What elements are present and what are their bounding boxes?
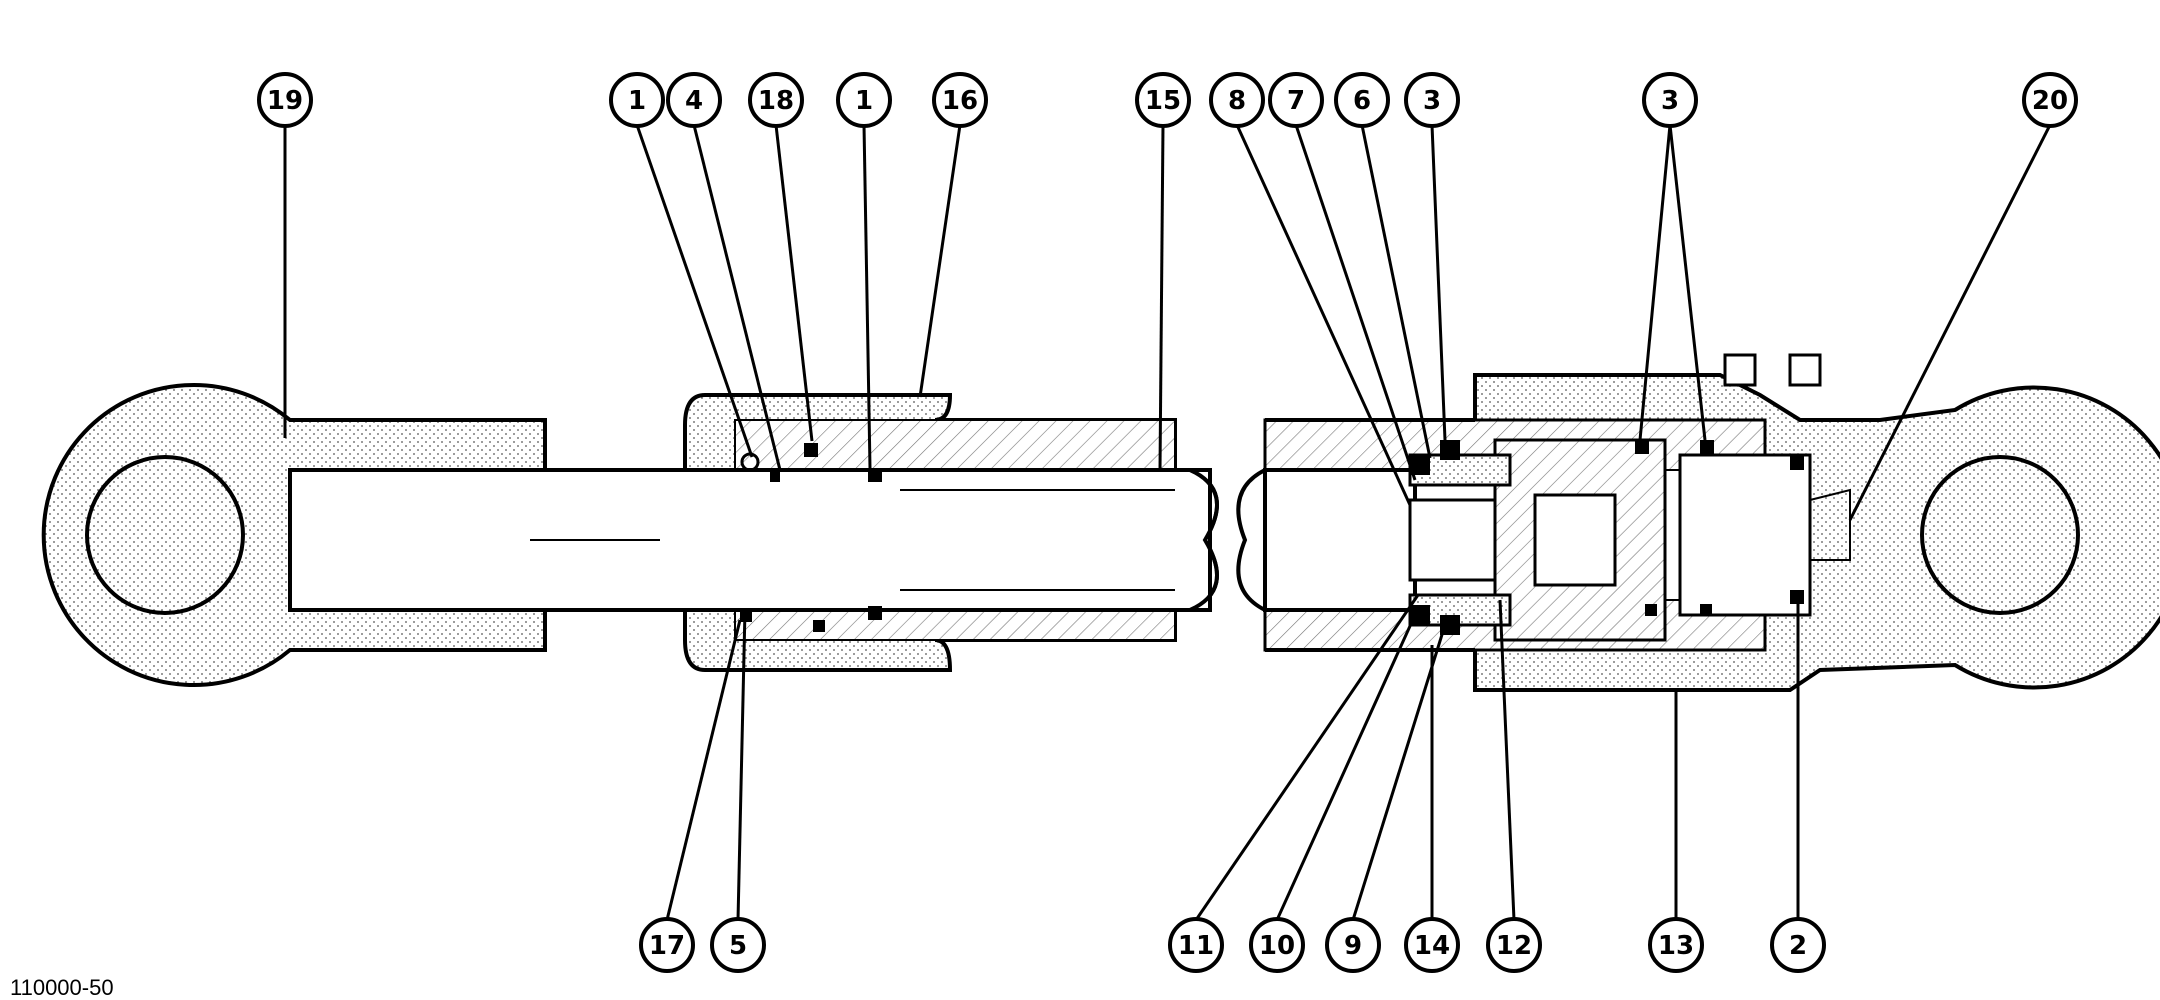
svg-text:6: 6 bbox=[1353, 86, 1371, 116]
svg-text:11: 11 bbox=[1178, 931, 1214, 961]
leader-lines bbox=[283, 124, 2052, 921]
svg-text:7: 7 bbox=[1287, 86, 1305, 116]
svg-text:3: 3 bbox=[1423, 86, 1441, 116]
callout-12: 12 bbox=[1486, 917, 1542, 973]
svg-text:1: 1 bbox=[628, 86, 646, 116]
svg-text:20: 20 bbox=[2032, 86, 2068, 116]
svg-text:15: 15 bbox=[1145, 86, 1181, 116]
callout-9: 9 bbox=[1325, 917, 1381, 973]
callout-7: 7 bbox=[1268, 72, 1324, 128]
callout-10: 10 bbox=[1249, 917, 1305, 973]
callout-20: 20 bbox=[2022, 72, 2078, 128]
svg-text:8: 8 bbox=[1228, 86, 1246, 116]
svg-text:9: 9 bbox=[1344, 931, 1362, 961]
callout-5: 5 bbox=[710, 917, 766, 973]
svg-text:1: 1 bbox=[855, 86, 873, 116]
callout-3a: 3 bbox=[1404, 72, 1460, 128]
callout-11: 11 bbox=[1168, 917, 1224, 973]
callout-13: 13 bbox=[1648, 917, 1704, 973]
figure-code: 110000-50 bbox=[10, 975, 114, 1000]
cylinder-head-left bbox=[288, 393, 1219, 672]
callout-16: 16 bbox=[932, 72, 988, 128]
callout-15: 15 bbox=[1135, 72, 1191, 128]
svg-text:12: 12 bbox=[1496, 931, 1532, 961]
callout-17: 17 bbox=[639, 917, 695, 973]
callout-1b: 1 bbox=[836, 72, 892, 128]
svg-text:5: 5 bbox=[729, 931, 747, 961]
callout-1a: 1 bbox=[609, 72, 665, 128]
svg-text:2: 2 bbox=[1789, 931, 1807, 961]
svg-text:17: 17 bbox=[649, 931, 685, 961]
callout-14: 14 bbox=[1404, 917, 1460, 973]
svg-text:4: 4 bbox=[685, 86, 703, 116]
callout-2: 2 bbox=[1770, 917, 1826, 973]
svg-text:13: 13 bbox=[1658, 931, 1694, 961]
callout-18: 18 bbox=[748, 72, 804, 128]
cylinder-body-right bbox=[1236, 353, 2160, 692]
callout-8: 8 bbox=[1209, 72, 1265, 128]
svg-text:10: 10 bbox=[1259, 931, 1295, 961]
callout-19: 19 bbox=[257, 72, 313, 128]
callout-6: 6 bbox=[1334, 72, 1390, 128]
callout-3b: 3 bbox=[1642, 72, 1698, 128]
callout-4: 4 bbox=[666, 72, 722, 128]
svg-text:16: 16 bbox=[942, 86, 978, 116]
svg-text:3: 3 bbox=[1661, 86, 1679, 116]
svg-text:18: 18 bbox=[758, 86, 794, 116]
svg-text:14: 14 bbox=[1414, 931, 1450, 961]
svg-text:19: 19 bbox=[267, 86, 303, 116]
